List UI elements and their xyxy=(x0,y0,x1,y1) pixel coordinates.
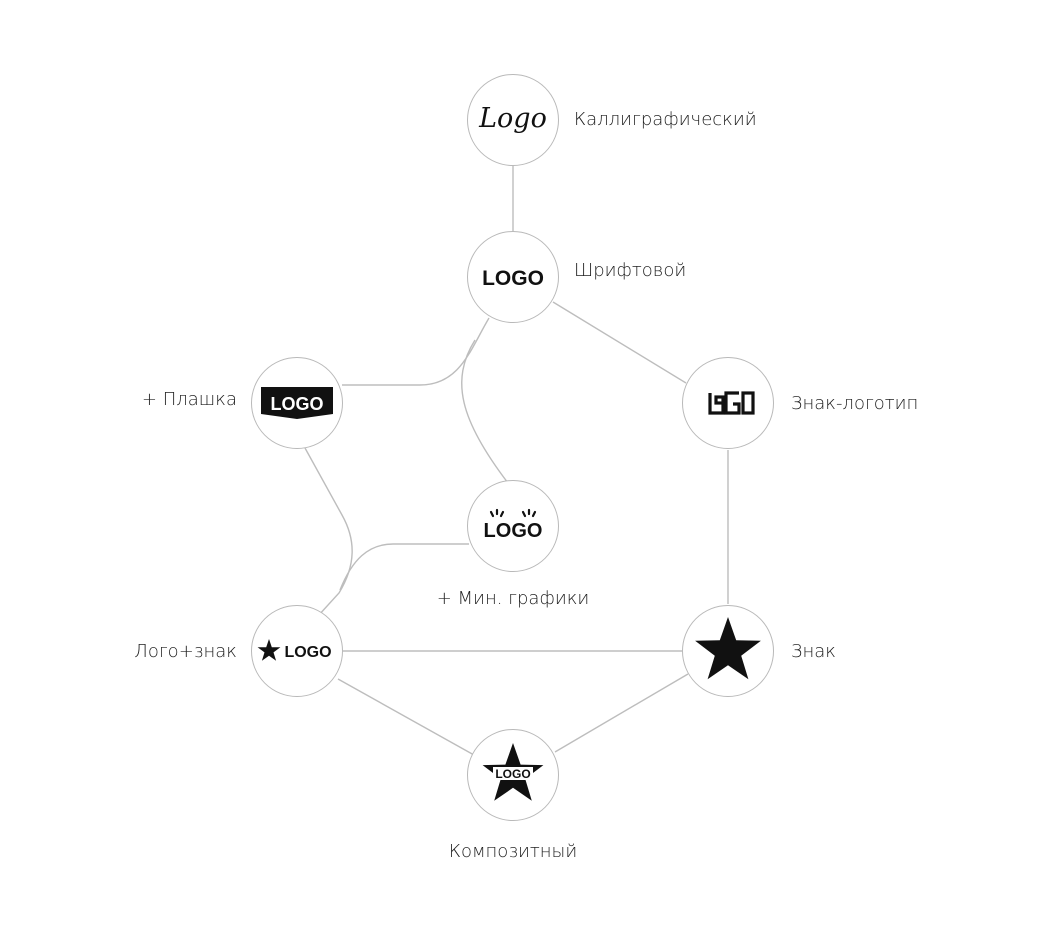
sign-logotype-icon xyxy=(708,391,755,415)
edge-typographic-min-graphics xyxy=(461,339,509,484)
label-sign-logotype: Знак-логотип xyxy=(791,393,919,414)
plate-logo-icon: LOGO xyxy=(261,387,333,419)
node-min-graphics: LOGO xyxy=(467,480,559,572)
edge-logo-sign-composite xyxy=(337,678,475,756)
plate-shape xyxy=(261,387,333,419)
large-star-shape xyxy=(695,617,761,680)
edge-min-graphics-logo-sign xyxy=(339,543,469,591)
node-calligraphic: Logo xyxy=(467,74,559,166)
composite-star-logo-icon: LOGO xyxy=(482,743,544,801)
label-typographic: Шрифтовой xyxy=(574,260,687,281)
sparkle-rays xyxy=(489,508,537,518)
plate-logo-text: LOGO xyxy=(271,394,324,414)
min-graphics-logo-text: LOGO xyxy=(484,520,543,542)
composite-logo-text: LOGO xyxy=(495,767,530,781)
node-typographic: LOGO xyxy=(467,231,559,323)
star-icon xyxy=(695,617,761,680)
small-star-shape xyxy=(257,639,281,661)
node-logo-sign: LOGO xyxy=(251,605,343,697)
node-sign-logotype xyxy=(682,357,774,449)
edge-typographic-sign-logotype xyxy=(552,301,687,384)
calligraphic-logo-text: Logo xyxy=(478,103,547,134)
label-plate: + Плашка xyxy=(141,389,237,410)
edge-sign-composite xyxy=(554,673,689,753)
min-graphics-logo-icon: LOGO xyxy=(484,508,543,542)
node-plate: LOGO xyxy=(251,357,343,449)
typographic-logo-text: LOGO xyxy=(482,267,544,290)
edge-typographic-plate xyxy=(342,317,490,386)
blocky-logo-letters xyxy=(708,391,755,415)
label-composite: Композитный xyxy=(448,841,578,862)
label-logo-sign: Лого+знак xyxy=(134,641,237,662)
label-sign: Знак xyxy=(791,641,836,662)
star-logo-text: LOGO xyxy=(284,644,331,661)
node-sign xyxy=(682,605,774,697)
label-calligraphic: Каллиграфический xyxy=(574,109,757,130)
label-min-graphics: + Мин. графики xyxy=(436,588,590,609)
calligraphic-logo-icon: Logo xyxy=(478,103,547,134)
star-logo-icon: LOGO xyxy=(257,639,332,661)
composite-text-band xyxy=(493,767,533,780)
typographic-logo-icon: LOGO xyxy=(482,267,544,290)
node-composite: LOGO xyxy=(467,729,559,821)
edge-plate-logo-sign xyxy=(304,447,353,617)
